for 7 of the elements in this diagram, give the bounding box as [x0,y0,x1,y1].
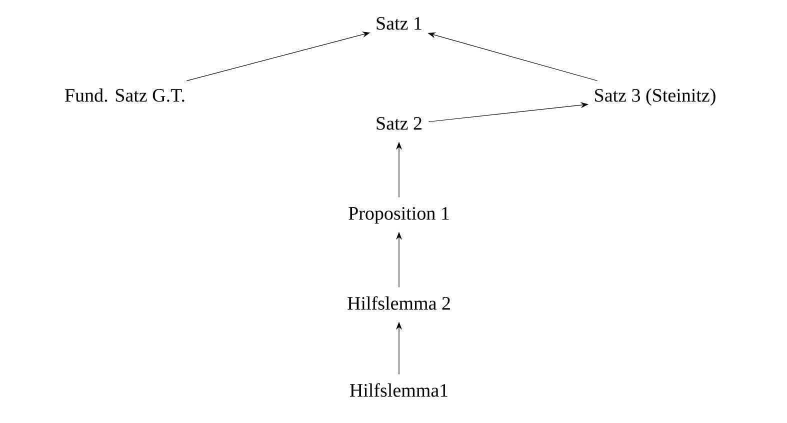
statement-label: Hilfslemma1 [350,383,448,397]
statement-label: Hilfslemma 2 [348,296,450,310]
statement-label: Fund. Satz G.T. [65,88,184,102]
statement-label: Satz 2 [376,117,422,130]
statement-label: Proposition 1 [348,207,449,224]
statement-label: Satz 3 (Steinitz) [595,88,716,106]
statement-label: Satz 1 [376,17,422,30]
